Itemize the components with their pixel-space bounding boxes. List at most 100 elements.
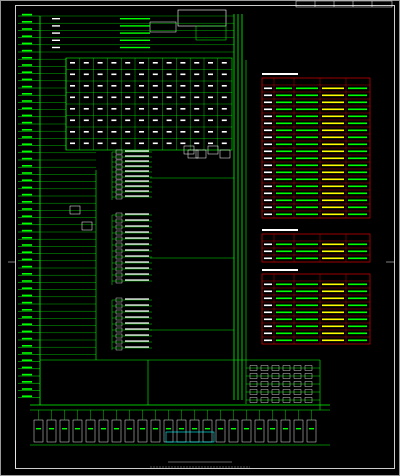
cell-mark-spec [322,339,344,342]
panel-breaker [282,389,291,395]
circuit-label-mark [125,243,149,245]
row-description [120,25,150,27]
grid-cell-mark [97,119,103,122]
circuit-label-mark [125,328,149,330]
grid-cell-mark [70,131,75,133]
cell-mark-spec [322,297,344,300]
grid-cell-mark [139,96,144,99]
cell-mark-remark [348,325,367,328]
grid-cell-mark [180,142,186,145]
bottom-switchgear-row [30,410,330,446]
grid-cell-mark [111,131,117,133]
cell-mark-name [276,87,292,90]
cell-mark-index [264,304,272,307]
feeder-label-mark [22,251,32,253]
cell-mark-spec [322,332,344,335]
grid-cell-mark [208,73,213,76]
feeder-label-mark [22,85,32,88]
cell-mark-remark [348,150,367,153]
grid-cell-mark [194,73,200,76]
feeder-label-mark [22,78,32,81]
cell-mark-spec [322,199,344,202]
cell-mark-name [276,213,292,216]
switchgear-cubicle [85,419,96,443]
feeder-label-mark [22,201,32,203]
grid-cell-mark [125,96,131,99]
cell-mark-name [276,94,292,97]
switchgear-cubicle [189,419,200,443]
grid-cell-mark [97,142,103,145]
cell-mark-name [276,290,292,293]
cell-mark-index [264,150,272,153]
cell-mark-spec [322,318,344,321]
breaker-symbol [115,212,123,218]
feeder-label-mark [22,265,32,268]
cell-mark-name [276,283,292,286]
circuit-label-mark [125,150,149,152]
cell-mark-model [296,143,318,146]
grid-cell-mark [139,131,144,133]
feeder-label-mark [22,157,32,160]
feeder-label-mark [22,150,32,153]
panel-breaker [282,373,291,379]
cell-mark-remark [348,87,367,90]
panel-breaker [249,381,258,387]
circuit-label-mark [125,175,149,177]
breaker-symbol [115,154,123,160]
cell-mark-model [296,318,318,321]
grid-cell-mark [208,108,213,110]
cell-mark-name [276,185,292,188]
breaker-symbol [115,339,123,345]
grid-cell-mark [125,131,131,133]
panel-breaker [271,373,280,379]
cell-mark-spec [322,325,344,328]
grid-cell-mark [139,119,144,122]
cell-mark-model [296,243,318,246]
circuit-label-mark [125,346,149,348]
panel-breaker [282,397,291,403]
cell-mark-model [296,178,318,181]
cell-mark-model [296,213,318,216]
cell-mark-spec [322,108,344,111]
feeder-label-mark [22,42,32,45]
cell-mark-name [276,164,292,167]
cell-mark-remark [348,297,367,300]
cell-mark-spec [322,164,344,167]
feeder-label-mark [22,258,32,261]
cell-mark-name [276,199,292,202]
grid-cell-mark [139,142,144,145]
grid-cell-mark [152,142,158,145]
cell-mark-model [296,325,318,328]
grid-cell-mark [111,119,117,122]
feeder-label-mark [22,352,32,354]
grid-cell-mark [221,96,227,99]
cell-mark-index [264,199,272,202]
breaker-symbol [115,164,123,170]
feeder-label-mark [22,395,32,397]
cell-mark-model [296,171,318,174]
cell-mark-index [264,283,272,286]
panel-breaker [304,389,313,395]
feeder-label-mark [22,28,32,30]
feeder-label-mark [22,64,32,66]
feeder-label-mark [22,222,32,225]
circuit-label-mark [125,255,149,257]
equipment-box [195,149,207,159]
cell-mark-name [276,150,292,153]
cell-mark-index [264,250,272,253]
feeder-label-mark [22,172,32,174]
cell-mark-remark [348,199,367,202]
title-strip [295,0,393,8]
grid-cell-mark [152,96,158,99]
feeder-label-mark [22,208,32,210]
breaker-symbol [115,230,123,236]
cell-mark-remark [348,257,367,260]
cell-mark-name [276,171,292,174]
cell-mark-model [296,192,318,195]
cell-mark-index [264,185,272,188]
cell-mark-name [276,339,292,342]
cell-mark-spec [322,171,344,174]
grid-cell-mark [83,108,89,110]
breaker-symbol [115,327,123,333]
